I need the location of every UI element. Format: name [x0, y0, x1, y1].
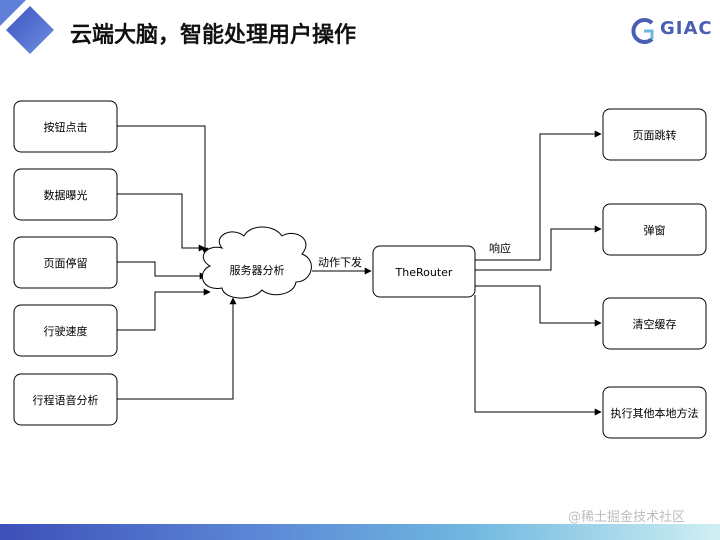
- cloud-node-label: 服务器分析: [230, 263, 285, 277]
- output-node: 弹窗: [602, 203, 707, 256]
- output-node-label: 清空缓存: [633, 317, 677, 331]
- logo-text: GIAC: [660, 18, 713, 39]
- input-node: 按钮点击: [13, 100, 118, 153]
- input-node: 页面停留: [13, 236, 118, 289]
- input-node-label: 页面停留: [44, 256, 88, 270]
- input-node-label: 行程语音分析: [33, 393, 99, 407]
- router-node: TheRouter: [372, 245, 476, 298]
- edge-arrow: [117, 288, 211, 331]
- output-node: 页面跳转: [602, 108, 707, 161]
- edge-arrow: [475, 225, 602, 271]
- page-title: 云端大脑，智能处理用户操作: [70, 23, 357, 48]
- output-node: 清空缓存: [602, 297, 707, 350]
- output-node-label: 弹窗: [644, 223, 666, 237]
- logo-mark-icon: [631, 18, 654, 44]
- edge-arrow: [117, 193, 206, 252]
- bottom-gradient-bar: [0, 524, 720, 540]
- logo: GIAC: [630, 15, 713, 47]
- cloud-node: 服务器分析: [201, 226, 312, 299]
- corner-diamond-icon: [0, 0, 54, 54]
- response-label: 响应: [489, 241, 511, 255]
- output-node: 执行其他本地方法: [602, 386, 707, 439]
- output-node-label: 页面跳转: [633, 128, 677, 142]
- input-node-label: 数据曝光: [44, 188, 88, 202]
- input-node: 行程语音分析: [13, 373, 118, 426]
- edge-arrow: [475, 285, 602, 327]
- input-node: 数据曝光: [13, 168, 118, 221]
- input-node-label: 行驶速度: [44, 324, 88, 338]
- output-node-label: 执行其他本地方法: [611, 406, 699, 420]
- input-node-label: 按钮点击: [44, 120, 88, 134]
- router-node-label: TheRouter: [395, 266, 453, 279]
- watermark: @稀土掘金技术社区: [568, 510, 686, 525]
- edge-label: 动作下发: [318, 255, 362, 269]
- input-node: 行驶速度: [13, 304, 118, 357]
- edge-arrow: [474, 295, 602, 416]
- edge-arrow: [117, 125, 209, 255]
- edge-arrow: [117, 261, 207, 280]
- edge-arrow: [117, 297, 237, 400]
- edge-arrow: [475, 130, 602, 261]
